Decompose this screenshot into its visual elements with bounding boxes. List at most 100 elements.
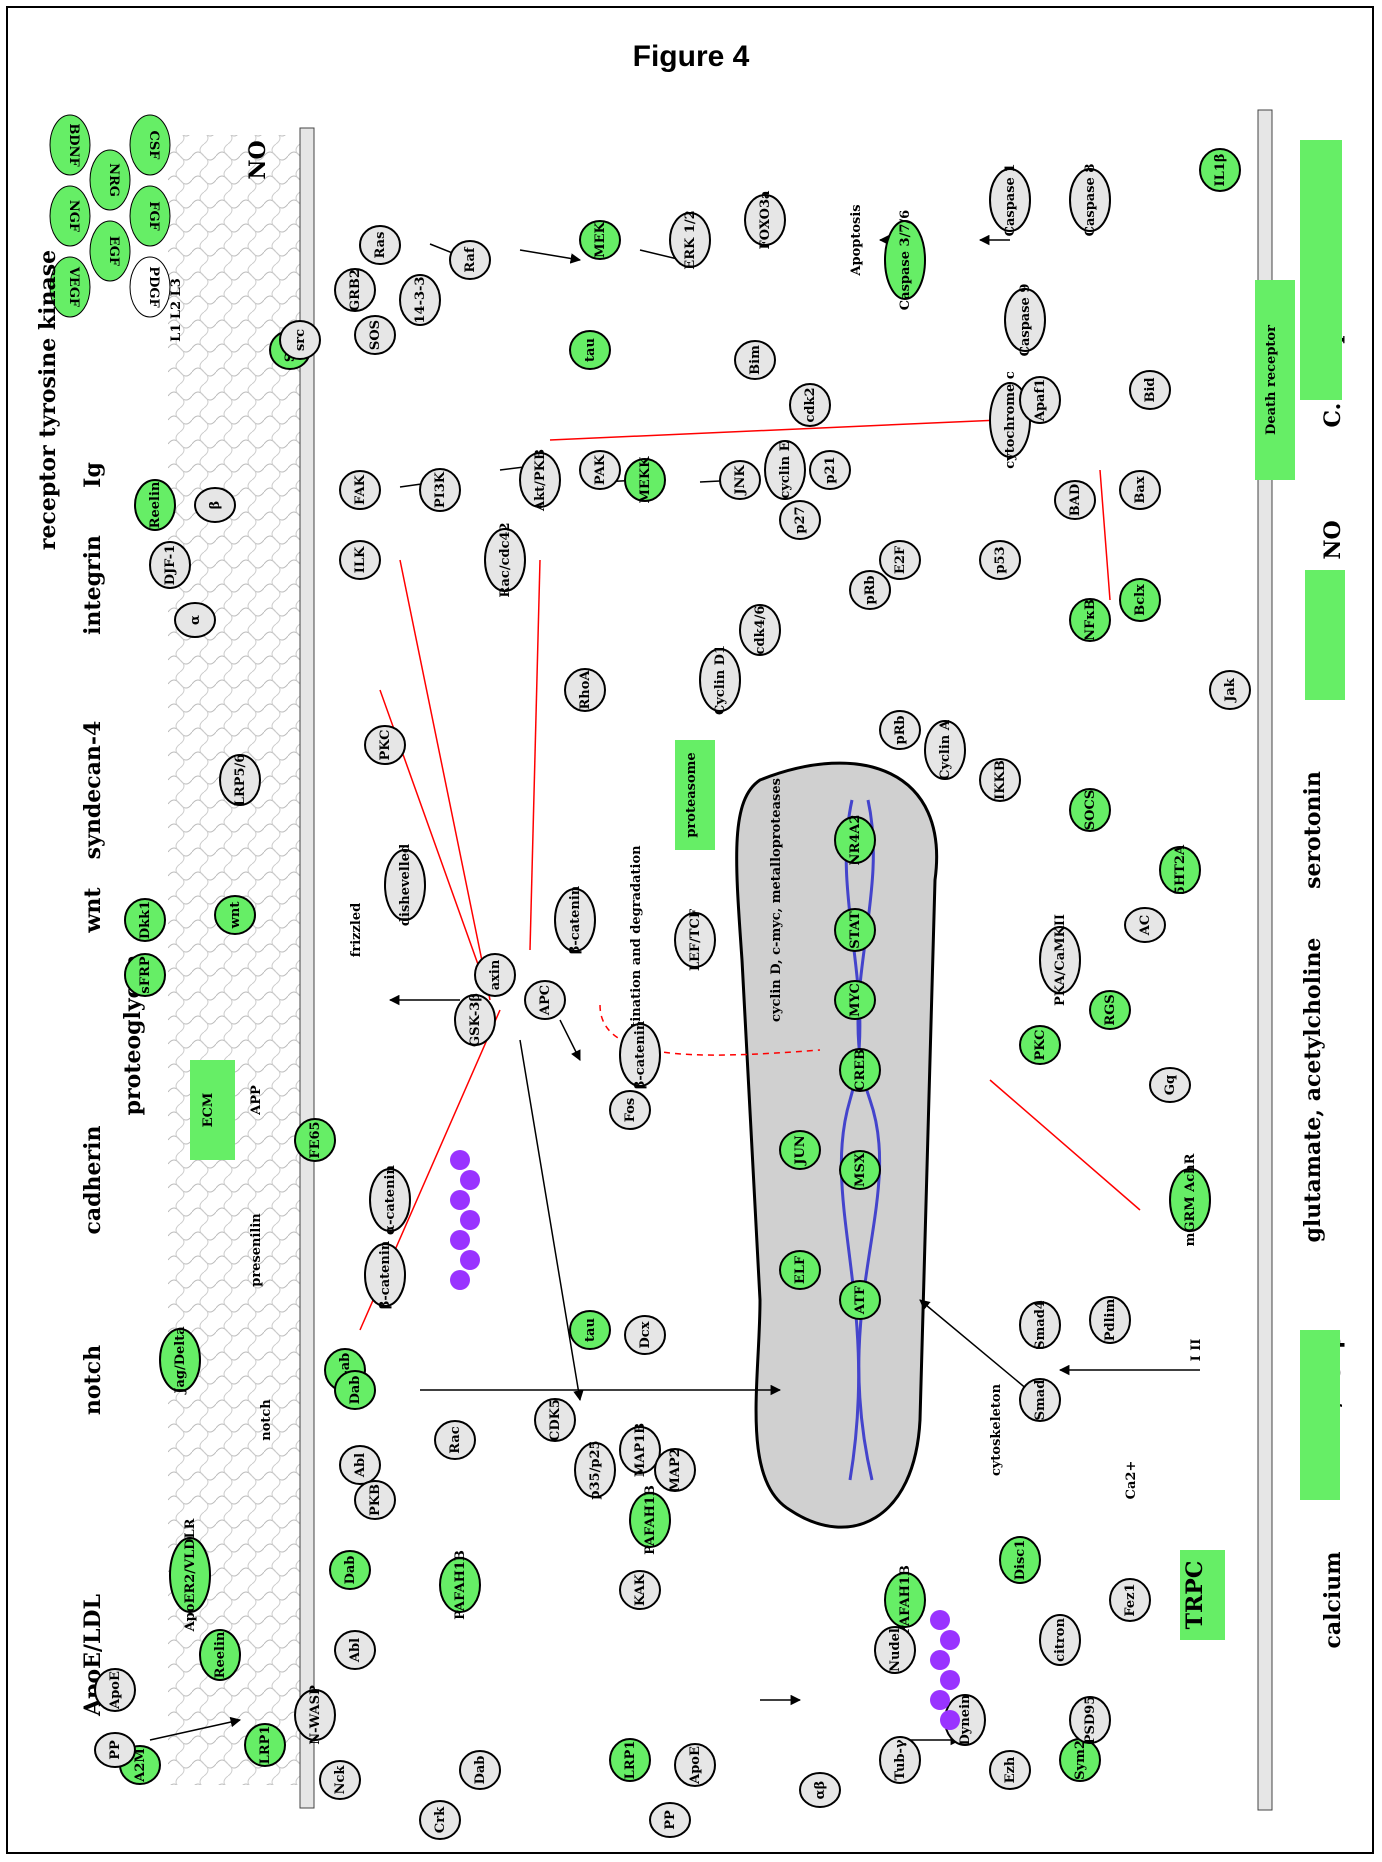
grey-node-label: cytochrome c	[1003, 371, 1018, 469]
green-node-label: MSX	[853, 1152, 868, 1187]
green-node-label: ApoER2/VLDLR	[183, 1518, 198, 1632]
green-node-label: LRP1	[258, 1726, 273, 1765]
ligand-label: BDNF	[66, 123, 81, 167]
grey-node-label: β-catenin	[378, 1240, 393, 1309]
grey-node-label: LRP5/6	[233, 754, 248, 807]
grey-node-label: dishevelled	[398, 844, 413, 926]
green-node-label: JUN	[793, 1135, 808, 1165]
grey-node-label: p35/p25	[588, 1440, 603, 1499]
grey-node-label: Cyclin A	[938, 719, 953, 780]
grey-node-label: p53	[993, 546, 1008, 573]
ligand-label: EGF	[106, 236, 121, 267]
green-node-label: Sym2	[1073, 1740, 1088, 1780]
grey-node-label: LEF/TCF	[688, 908, 703, 971]
ca-label: Ca2+	[1124, 1461, 1139, 1500]
grey-node-label: Smad	[1033, 1380, 1048, 1421]
grey-node-label: AC	[1138, 915, 1153, 936]
bmp-box	[1300, 1330, 1340, 1500]
grey-node-label: cyclin E	[778, 441, 793, 498]
grey-node-label: β-catenin	[633, 1020, 648, 1089]
green-node-label: MYC	[848, 983, 863, 1017]
green-node-label: tau	[583, 1318, 598, 1342]
grey-node-label: Cyclin D1	[713, 645, 728, 715]
frizzled-label: frizzled	[349, 903, 364, 957]
grey-node-label: citron	[1053, 1618, 1068, 1662]
apoptosis-label: Apoptosis	[849, 204, 864, 276]
presenilin-label: presenilin	[249, 1213, 264, 1287]
grey-node-label: α	[188, 615, 203, 625]
notch-small-label: notch	[259, 1399, 274, 1441]
ecm-label: ECM	[201, 1093, 216, 1128]
label-no-right: NO	[1320, 520, 1346, 559]
ligand-label: FGF	[146, 201, 161, 231]
grey-node-label: PKA/CaMKII	[1053, 914, 1068, 1006]
grey-node-label: E2F	[893, 545, 908, 574]
green-node-label: MEKK	[638, 456, 653, 504]
ligand-label: PDGF	[146, 266, 161, 308]
grey-node-label: FAK	[353, 474, 368, 505]
grey-node-label: Jak	[1223, 677, 1238, 703]
green-node-label: Caspase 3/7/6	[898, 210, 913, 310]
grey-node-label: cdk2	[803, 387, 818, 422]
green-node-label: PAFAH1B	[453, 1550, 468, 1620]
grey-node-label: SOS	[368, 320, 383, 350]
label-serotonin: serotonin	[1300, 771, 1326, 889]
grey-node-label: cdk4/6	[753, 606, 768, 655]
green-node-label: Dab	[348, 1376, 363, 1405]
grey-node-label: PKC	[378, 729, 393, 760]
grey-node-label: Crk	[433, 1806, 448, 1833]
grey-node-label: N-WASP	[308, 1685, 323, 1745]
green-node-label: wnt	[228, 902, 243, 930]
label-glutamate: glutamate, acetylcholine	[1300, 938, 1326, 1243]
grey-node-label: src	[293, 329, 308, 351]
grey-node-label: pRb	[893, 716, 908, 745]
green-node-label: Dkk1	[138, 901, 153, 939]
grey-node-label: α-catenin	[383, 1165, 398, 1235]
label-ig: Ig	[80, 462, 106, 488]
green-node-label: Reelin	[148, 481, 163, 528]
grey-node-label: Dynein	[958, 1694, 973, 1745]
green-node-label: ELF	[793, 1255, 808, 1284]
grey-node-label: KAK	[633, 1573, 648, 1606]
trpc-label: TRPC	[1182, 1561, 1208, 1630]
grey-node-label: Bax	[1133, 476, 1148, 503]
grey-node-label: Nck	[333, 1765, 348, 1795]
app-label: APP	[249, 1085, 264, 1116]
green-node-label: SOCS	[1083, 790, 1098, 830]
grey-node-label: Smad4	[1033, 1300, 1048, 1350]
grey-node-label: Dab	[473, 1756, 488, 1785]
grey-node-label: β-catenin	[568, 885, 583, 954]
grey-node-label: CDK5	[548, 1399, 563, 1441]
grey-node-label: Abl	[348, 1638, 363, 1663]
grey-node-label: Bid	[1143, 377, 1158, 402]
grey-node-label: MAP1B	[633, 1423, 648, 1477]
grey-node-label: DJF-1	[163, 545, 178, 586]
label-no-top: NO	[245, 140, 271, 179]
green-node-label: Disc1	[1013, 1540, 1028, 1581]
cytokine-box	[1305, 570, 1345, 700]
grey-node-label: Rac/cdc42	[498, 522, 513, 597]
grey-node-label: ApoE	[688, 1746, 703, 1785]
green-node-label: Dab	[343, 1556, 358, 1585]
cell-membrane-left	[300, 128, 314, 1808]
green-node-label: mGRM AchR	[1183, 1153, 1198, 1246]
grey-node-label: Gq	[1163, 1075, 1178, 1095]
green-node-label: PAFAH1B	[643, 1485, 658, 1555]
grey-node-label: Akt/PKB	[533, 449, 548, 512]
grey-node-label: Tub-γ	[893, 1739, 908, 1780]
nucleus	[737, 763, 937, 1527]
grey-node-label: RhoA	[578, 670, 593, 710]
c-complement-box	[1300, 140, 1342, 400]
green-node-label: NFκB	[1083, 599, 1098, 641]
grey-node-label: PKB	[368, 1484, 383, 1516]
grey-node-label: Raf	[463, 246, 478, 273]
grey-node-label: APC	[538, 985, 553, 1016]
green-node-label: IL1β	[1213, 154, 1228, 187]
cytoskeleton-label: cytoskeleton	[989, 1383, 1004, 1476]
ligand-label: NGF	[66, 200, 81, 233]
grey-node-label: Fos	[623, 1098, 638, 1123]
label-notch: notch	[80, 1345, 106, 1415]
green-node-label: Jag/Delta	[173, 1326, 188, 1395]
label-receptor-tyrosine-kinase: receptor tyrosine kinase	[35, 250, 61, 550]
l-labels: L1 L2 L3	[169, 278, 184, 342]
